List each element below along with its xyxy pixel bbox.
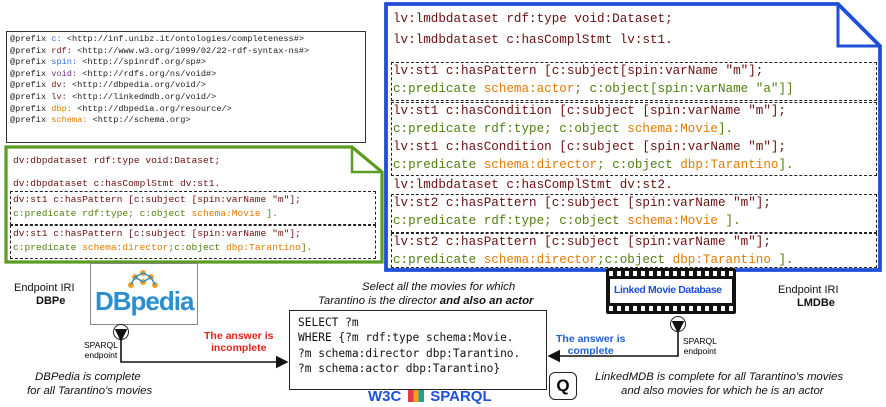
prefix-line: @prefix schema: <http://schema.org> <box>10 115 191 126</box>
lmdb-query-arrow <box>547 320 685 363</box>
prefix-line: @prefix c: <http://inf.unibz.it/ontologi… <box>10 34 305 44</box>
dbpedia-complete-caption-1: DBPedia is complete <box>35 371 141 383</box>
dbpedia-query-arrow <box>114 328 289 369</box>
lmdb-pattern-3-line-a: lv:st2 c:hasPattern [c:subject [spin:var… <box>393 235 771 249</box>
prefix-line: @prefix lv: <http://linkedmdb.org/void/> <box>10 91 217 102</box>
query-line: ?m schema:director dbp:Tarantino. <box>298 346 521 360</box>
lmdb-condition-2-line-b: c:predicate schema:director; c:object db… <box>393 158 794 172</box>
dbpedia-pattern-1-line-a: dv:st1 c:hasPattern [c:subject [spin:var… <box>13 194 301 205</box>
dbpe-label: DBPe <box>36 295 66 307</box>
dbpedia-pattern-1-line-b: c:predicate rdf:type; c:object schema:Mo… <box>13 208 278 219</box>
lmdb-condition-1-line-b: c:predicate rdf:type; c:object schema:Mo… <box>393 122 734 136</box>
lmdb-pattern-2-line-b: c:predicate rdf:type; c:object schema:Mo… <box>393 214 741 228</box>
prefix-line: @prefix dbp: <http://dbpedia.org/resourc… <box>10 103 232 114</box>
w3c-logo-text: W3C <box>368 388 402 405</box>
lmdb-complete-caption-1: LinkedMDB is complete for all Tarantino'… <box>595 371 844 383</box>
dbpedia-logo-graphic <box>128 270 158 288</box>
prefix-line: @prefix rdf: <http://www.w3.org/1999/02/… <box>10 45 310 56</box>
dbpedia-pattern-2-line-a: dv:st1 c:hasPattern [c:subject [spin:var… <box>13 228 301 239</box>
lmdb-pattern-2-line-a: lv:st2 c:hasPattern [c:subject [spin:var… <box>393 196 771 210</box>
dbpedia-statement-box-1 <box>10 191 376 225</box>
prefix-line: @prefix spin: <http://spinrdf.org/sp#> <box>10 57 207 68</box>
endpoint-iri-left-label: Endpoint IRI <box>14 282 75 294</box>
lmdb-condition-box <box>391 102 877 176</box>
film-strip-holes-top <box>609 271 733 276</box>
dbpedia-complete-caption-2: for all Tarantino's movies <box>27 385 153 397</box>
dbpedia-logo[interactable]: DBpedia <box>90 263 198 325</box>
prefix-line: @prefix dv: <http://dbpedia.org/void/> <box>10 80 207 91</box>
dbpedia-statement-box-2 <box>10 225 376 259</box>
lmdb-logo[interactable]: Linked Movie Database <box>606 268 736 314</box>
lmdb-statement-box-1 <box>391 62 877 101</box>
lmdb-condition-1-line-a: lv:st1 c:hasCondition [c:subject [spin:v… <box>393 104 786 118</box>
endpoint-iri-right-label: Endpoint IRI <box>778 284 839 296</box>
lmdb-condition-2-line-a: lv:st1 c:hasCondition [c:subject [spin:v… <box>393 140 786 154</box>
lmdb-pattern-line-b: c:predicate schema:actor; c:object[spin:… <box>393 82 794 96</box>
query-line: SELECT ?m <box>298 316 359 329</box>
lmdb-statement-box-2 <box>391 194 877 233</box>
lmdbe-label: LMDBe <box>797 297 835 309</box>
query-caption-line-2: Tarantino is the director and also an ac… <box>318 295 534 307</box>
lmdb-complstmt-line: lv:lmdbdataset c:hasComplStmt lv:st1. <box>393 33 673 47</box>
lmdb-dataset-line: lv:lmdbdataset rdf:type void:Dataset; <box>393 12 673 26</box>
query-line: WHERE {?m rdf:type schema:Movie. <box>298 331 514 345</box>
lmdb-logo-text: Linked Movie Database <box>614 284 722 296</box>
dbpedia-document-frame <box>4 145 384 264</box>
lmdb-complete-caption-2: and also movies for which he is an actor <box>621 385 824 397</box>
lmdb-document-frame <box>384 2 882 272</box>
prefix-line: @prefix void: <http://rdfs.org/ns/void#> <box>10 68 217 79</box>
dbpedia-logo-text: DBpedia <box>95 286 194 316</box>
query-caption-line-1: Select all the movies for which <box>362 281 516 293</box>
lmdb-folded-corner <box>836 4 880 48</box>
sparql-logo-text: SPARQL <box>430 388 492 405</box>
lmdb-pattern-3-line-b: c:predicate schema:director;c:object dbp… <box>393 253 794 267</box>
query-badge[interactable]: Q <box>549 372 577 400</box>
w3c-sparql-logo: W3C SPARQL <box>368 388 492 406</box>
dbpedia-pattern-2-line-b: c:predicate schema:director;c:object dbp… <box>13 242 313 253</box>
sparql-query-box[interactable]: SELECT ?m WHERE {?m rdf:type schema:Movi… <box>289 310 547 390</box>
query-line: ?m schema:actor dbp:Tarantino} <box>298 362 501 376</box>
dbpedia-folded-corner <box>350 147 382 174</box>
prefix-declarations: @prefix c: <http://inf.unibz.it/ontologi… <box>6 31 366 143</box>
dbpedia-dataset-line: dv:dbpdataset rdf:type void:Dataset; <box>13 155 221 166</box>
film-strip-holes-bottom <box>609 306 733 311</box>
lmdb-logo-panel <box>610 279 732 303</box>
sparql-cube-icon <box>407 390 424 402</box>
dbpedia-complstmt-line: dv:dbpdataset c:hasComplStmt dv:st1. <box>13 178 221 189</box>
lmdb-statement-box-3 <box>391 233 877 268</box>
lmdb-complstmt-2-line: lv:lmdbdataset c:hasComplStmt dv:st2. <box>393 178 673 192</box>
lmdb-pattern-line-a: lv:st1 c:hasPattern [c:subject[spin:varN… <box>393 64 764 78</box>
